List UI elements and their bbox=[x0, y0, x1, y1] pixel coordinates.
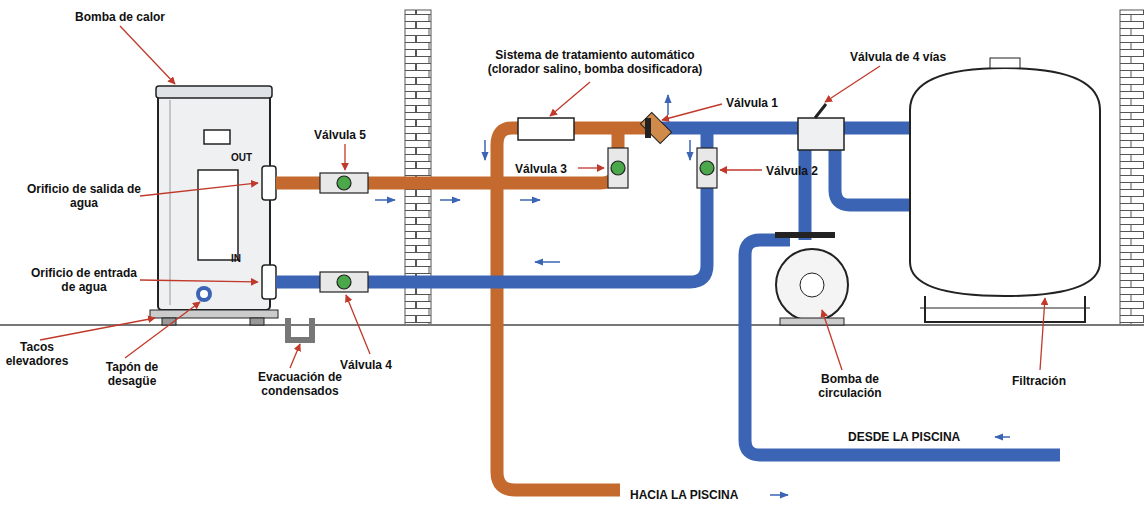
valve-label: Válvula 1 bbox=[726, 96, 778, 110]
flow-label: HACIA LA PISCINA bbox=[630, 488, 738, 502]
valve-label: Válvula de 4 vías bbox=[850, 50, 946, 64]
valve-label: Válvula 2 bbox=[766, 164, 818, 178]
valve-label: Válvula 4 bbox=[340, 358, 392, 372]
port-marking: IN bbox=[231, 252, 241, 266]
valve-label: Válvula 3 bbox=[515, 162, 567, 176]
callout-label: Orificio de entrada de agua bbox=[25, 266, 143, 294]
port-marking: OUT bbox=[231, 151, 252, 165]
callout-label: Evacuación de condensados bbox=[245, 370, 355, 398]
callout-label: Filtración bbox=[1012, 374, 1066, 388]
callout-label: Bomba de circulación bbox=[800, 372, 900, 400]
callout-label: Tapón de desagüe bbox=[92, 360, 172, 388]
callout-label: Tacos elevadores bbox=[2, 340, 72, 368]
callout-label: Orificio de salida de agua bbox=[25, 182, 143, 210]
part-label: Bomba de calor bbox=[75, 10, 165, 24]
valve-label: Válvula 5 bbox=[314, 128, 366, 142]
callout-label: Sistema de tratamiento automático (clora… bbox=[470, 48, 720, 76]
flow-label: DESDE LA PISCINA bbox=[848, 430, 960, 444]
